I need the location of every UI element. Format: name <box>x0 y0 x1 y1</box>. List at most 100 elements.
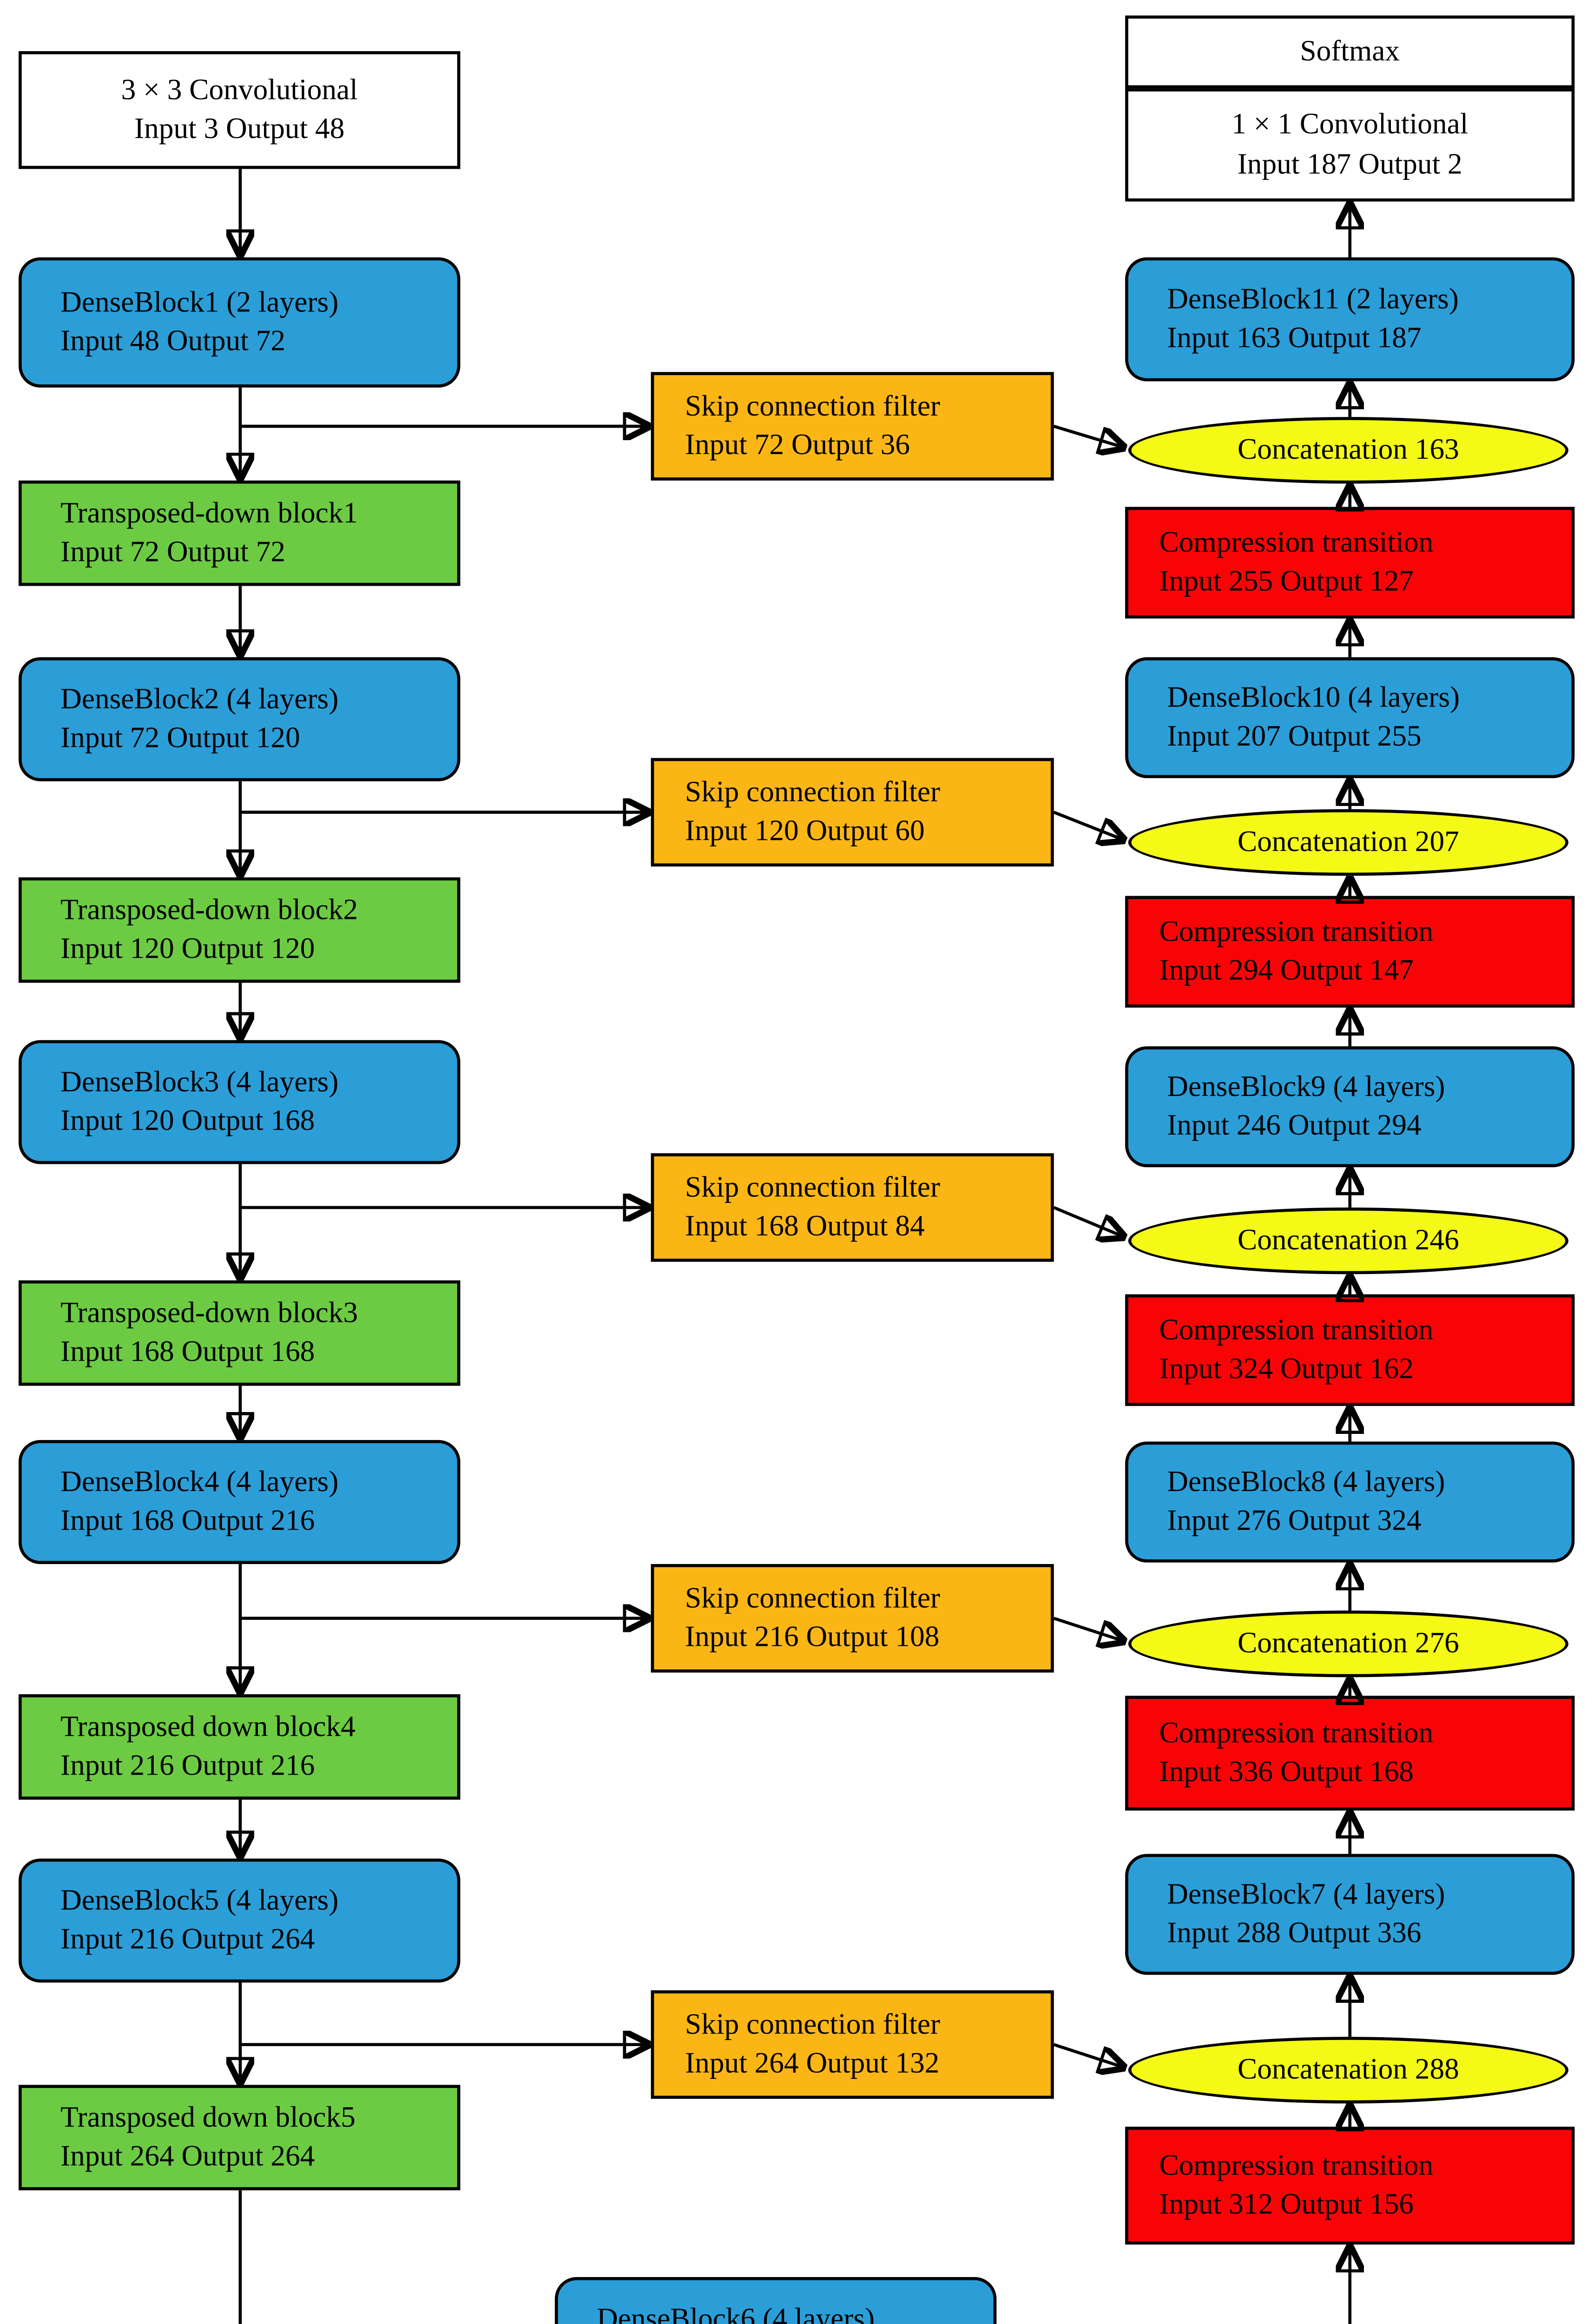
conv-3x3-input-box: 3 × 3 Convolutional Input 3 Output 48 <box>19 51 461 169</box>
denseblock5-box: DenseBlock5 (4 layers) Input 216 Output … <box>19 1858 461 1983</box>
compression-transition2-io: Input 294 Output 147 <box>1159 955 1414 988</box>
denseblock1-box: DenseBlock1 (2 layers) Input 48 Output 7… <box>19 257 461 388</box>
denseblock11-box: DenseBlock11 (2 layers) Input 163 Output… <box>1125 257 1575 382</box>
transposed-down-block1-io: Input 72 Output 72 <box>60 536 286 569</box>
compression-transition4-title: Compression transition <box>1159 1717 1434 1750</box>
transposed-down-block1-box: Transposed-down block1 Input 72 Output 7… <box>19 480 461 586</box>
denseblock11-io: Input 163 Output 187 <box>1167 322 1422 355</box>
arrow <box>1053 811 1120 839</box>
denseblock10-io: Input 207 Output 255 <box>1167 720 1422 753</box>
arrow <box>238 2190 242 2324</box>
denseblock5-io: Input 216 Output 264 <box>60 1923 315 1956</box>
concatenation-163-label: Concatenation 163 <box>1237 433 1459 466</box>
denseblock6-box: DenseBlock6 (4 layers) Input 264 Output … <box>554 2277 997 2324</box>
skip-connection-filter2-title: Skip connection filter <box>685 776 941 809</box>
skip-connection-filter2-box: Skip connection filter Input 120 Output … <box>651 758 1054 867</box>
skip-connection-filter4-title: Skip connection filter <box>685 1582 941 1615</box>
skip-connection-filter4-io: Input 216 Output 108 <box>685 1621 940 1654</box>
arrow <box>996 2251 1350 2324</box>
concatenation-246-ellipse: Concatenation 246 <box>1128 1207 1568 1274</box>
conv-3x3-io: Input 3 Output 48 <box>134 113 345 146</box>
compression-transition5-io: Input 312 Output 156 <box>1159 2188 1414 2221</box>
denseblock4-box: DenseBlock4 (4 layers) Input 168 Output … <box>19 1440 461 1564</box>
compression-transition5-title: Compression transition <box>1159 2149 1434 2182</box>
denseblock4-io: Input 168 Output 216 <box>60 1505 315 1538</box>
concatenation-276-ellipse: Concatenation 276 <box>1128 1611 1568 1677</box>
concatenation-288-label: Concatenation 288 <box>1237 2053 1459 2086</box>
denseblock3-box: DenseBlock3 (4 layers) Input 120 Output … <box>19 1040 461 1164</box>
skip-connection-filter5-io: Input 264 Output 132 <box>685 2047 940 2080</box>
denseblock1-title: DenseBlock1 (2 layers) <box>60 286 339 319</box>
denseblock6-title: DenseBlock6 (4 layers) <box>596 2303 875 2324</box>
transposed-down-block5-box: Transposed down block5 Input 264 Output … <box>19 2085 461 2191</box>
compression-transition3-io: Input 324 Output 162 <box>1159 1353 1414 1386</box>
denseblock10-box: DenseBlock10 (4 layers) Input 207 Output… <box>1125 657 1575 779</box>
transposed-down-block3-title: Transposed-down block3 <box>60 1296 358 1329</box>
skip-connection-filter3-box: Skip connection filter Input 168 Output … <box>651 1153 1054 1262</box>
transposed-down-block4-title: Transposed down block4 <box>60 1710 356 1743</box>
compression-transition2-box: Compression transition Input 294 Output … <box>1125 896 1575 1008</box>
compression-transition4-io: Input 336 Output 168 <box>1159 1756 1414 1789</box>
denseblock3-title: DenseBlock3 (4 layers) <box>60 1065 339 1098</box>
transposed-down-block2-box: Transposed-down block2 Input 120 Output … <box>19 877 461 983</box>
transposed-down-block2-io: Input 120 Output 120 <box>60 933 315 966</box>
denseblock7-title: DenseBlock7 (4 layers) <box>1167 1878 1445 1911</box>
conv-1x1-output-box: 1 × 1 Convolutional Input 187 Output 2 <box>1125 88 1575 202</box>
arrow <box>1053 2043 1120 2067</box>
transposed-down-block3-io: Input 168 Output 168 <box>60 1336 315 1369</box>
arrow <box>1053 1206 1120 1235</box>
compression-transition1-box: Compression transition Input 255 Output … <box>1125 507 1575 619</box>
concatenation-276-label: Concatenation 276 <box>1237 1627 1459 1660</box>
softmax-label: Softmax <box>1300 35 1400 68</box>
transposed-down-block2-title: Transposed-down block2 <box>60 893 358 926</box>
denseblock7-box: DenseBlock7 (4 layers) Input 288 Output … <box>1125 1854 1575 1975</box>
transposed-down-block3-box: Transposed-down block3 Input 168 Output … <box>19 1280 461 1386</box>
denseblock9-box: DenseBlock9 (4 layers) Input 246 Output … <box>1125 1046 1575 1168</box>
skip-connection-filter5-box: Skip connection filter Input 264 Output … <box>651 1990 1054 2099</box>
skip-connection-filter5-title: Skip connection filter <box>685 2008 941 2041</box>
denseblock2-io: Input 72 Output 120 <box>60 722 300 755</box>
denseblock4-title: DenseBlock4 (4 layers) <box>60 1466 339 1499</box>
skip-connection-filter3-io: Input 168 Output 84 <box>685 1210 925 1243</box>
transposed-down-block4-box: Transposed down block4 Input 216 Output … <box>19 1694 461 1800</box>
skip-connection-filter4-box: Skip connection filter Input 216 Output … <box>651 1564 1054 1673</box>
transposed-down-block4-io: Input 216 Output 216 <box>60 1750 315 1783</box>
skip-connection-filter1-io: Input 72 Output 36 <box>685 429 910 462</box>
skip-connection-filter2-io: Input 120 Output 60 <box>685 815 925 848</box>
denseblock3-io: Input 120 Output 168 <box>60 1105 315 1138</box>
arrow <box>1053 1617 1120 1640</box>
bottleneck-arrow <box>996 2251 1350 2324</box>
conv-1x1-title: 1 × 1 Convolutional <box>1231 108 1468 141</box>
skip-to-concat-arrows <box>1053 424 1120 2067</box>
denseblock8-box: DenseBlock8 (4 layers) Input 276 Output … <box>1125 1441 1575 1563</box>
denseblock9-io: Input 246 Output 294 <box>1167 1109 1422 1142</box>
compression-transition3-title: Compression transition <box>1159 1314 1434 1347</box>
denseblock7-io: Input 288 Output 336 <box>1167 1917 1422 1950</box>
denseblock2-box: DenseBlock2 (4 layers) Input 72 Output 1… <box>19 657 461 781</box>
compression-transition1-io: Input 255 Output 127 <box>1159 566 1414 599</box>
conv-1x1-io: Input 187 Output 2 <box>1237 148 1462 181</box>
denseblock2-title: DenseBlock2 (4 layers) <box>60 683 339 716</box>
concatenation-207-label: Concatenation 207 <box>1237 825 1459 858</box>
skip-connection-filter3-title: Skip connection filter <box>685 1171 941 1204</box>
compression-transition1-title: Compression transition <box>1159 526 1434 559</box>
concatenation-246-label: Concatenation 246 <box>1237 1224 1459 1257</box>
conv-3x3-title: 3 × 3 Convolutional <box>121 73 358 106</box>
skip-connection-filter1-box: Skip connection filter Input 72 Output 3… <box>651 372 1054 481</box>
denseblock9-title: DenseBlock9 (4 layers) <box>1167 1070 1445 1103</box>
transposed-down-block5-io: Input 264 Output 264 <box>60 2140 315 2173</box>
concatenation-288-ellipse: Concatenation 288 <box>1128 2037 1568 2104</box>
denseblock1-io: Input 48 Output 72 <box>60 325 286 358</box>
transposed-down-block1-title: Transposed-down block1 <box>60 496 358 529</box>
compression-transition2-title: Compression transition <box>1159 915 1434 948</box>
denseblock11-title: DenseBlock11 (2 layers) <box>1167 283 1459 316</box>
softmax-box: Softmax <box>1125 15 1575 89</box>
transposed-down-block5-title: Transposed down block5 <box>60 2101 356 2134</box>
denseblock5-title: DenseBlock5 (4 layers) <box>60 1884 339 1917</box>
concatenation-163-ellipse: Concatenation 163 <box>1128 417 1568 484</box>
denseblock8-io: Input 276 Output 324 <box>1167 1505 1422 1538</box>
denseblock10-title: DenseBlock10 (4 layers) <box>1167 681 1460 714</box>
skip-connection-filter1-title: Skip connection filter <box>685 390 941 423</box>
concatenation-207-ellipse: Concatenation 207 <box>1128 809 1568 876</box>
